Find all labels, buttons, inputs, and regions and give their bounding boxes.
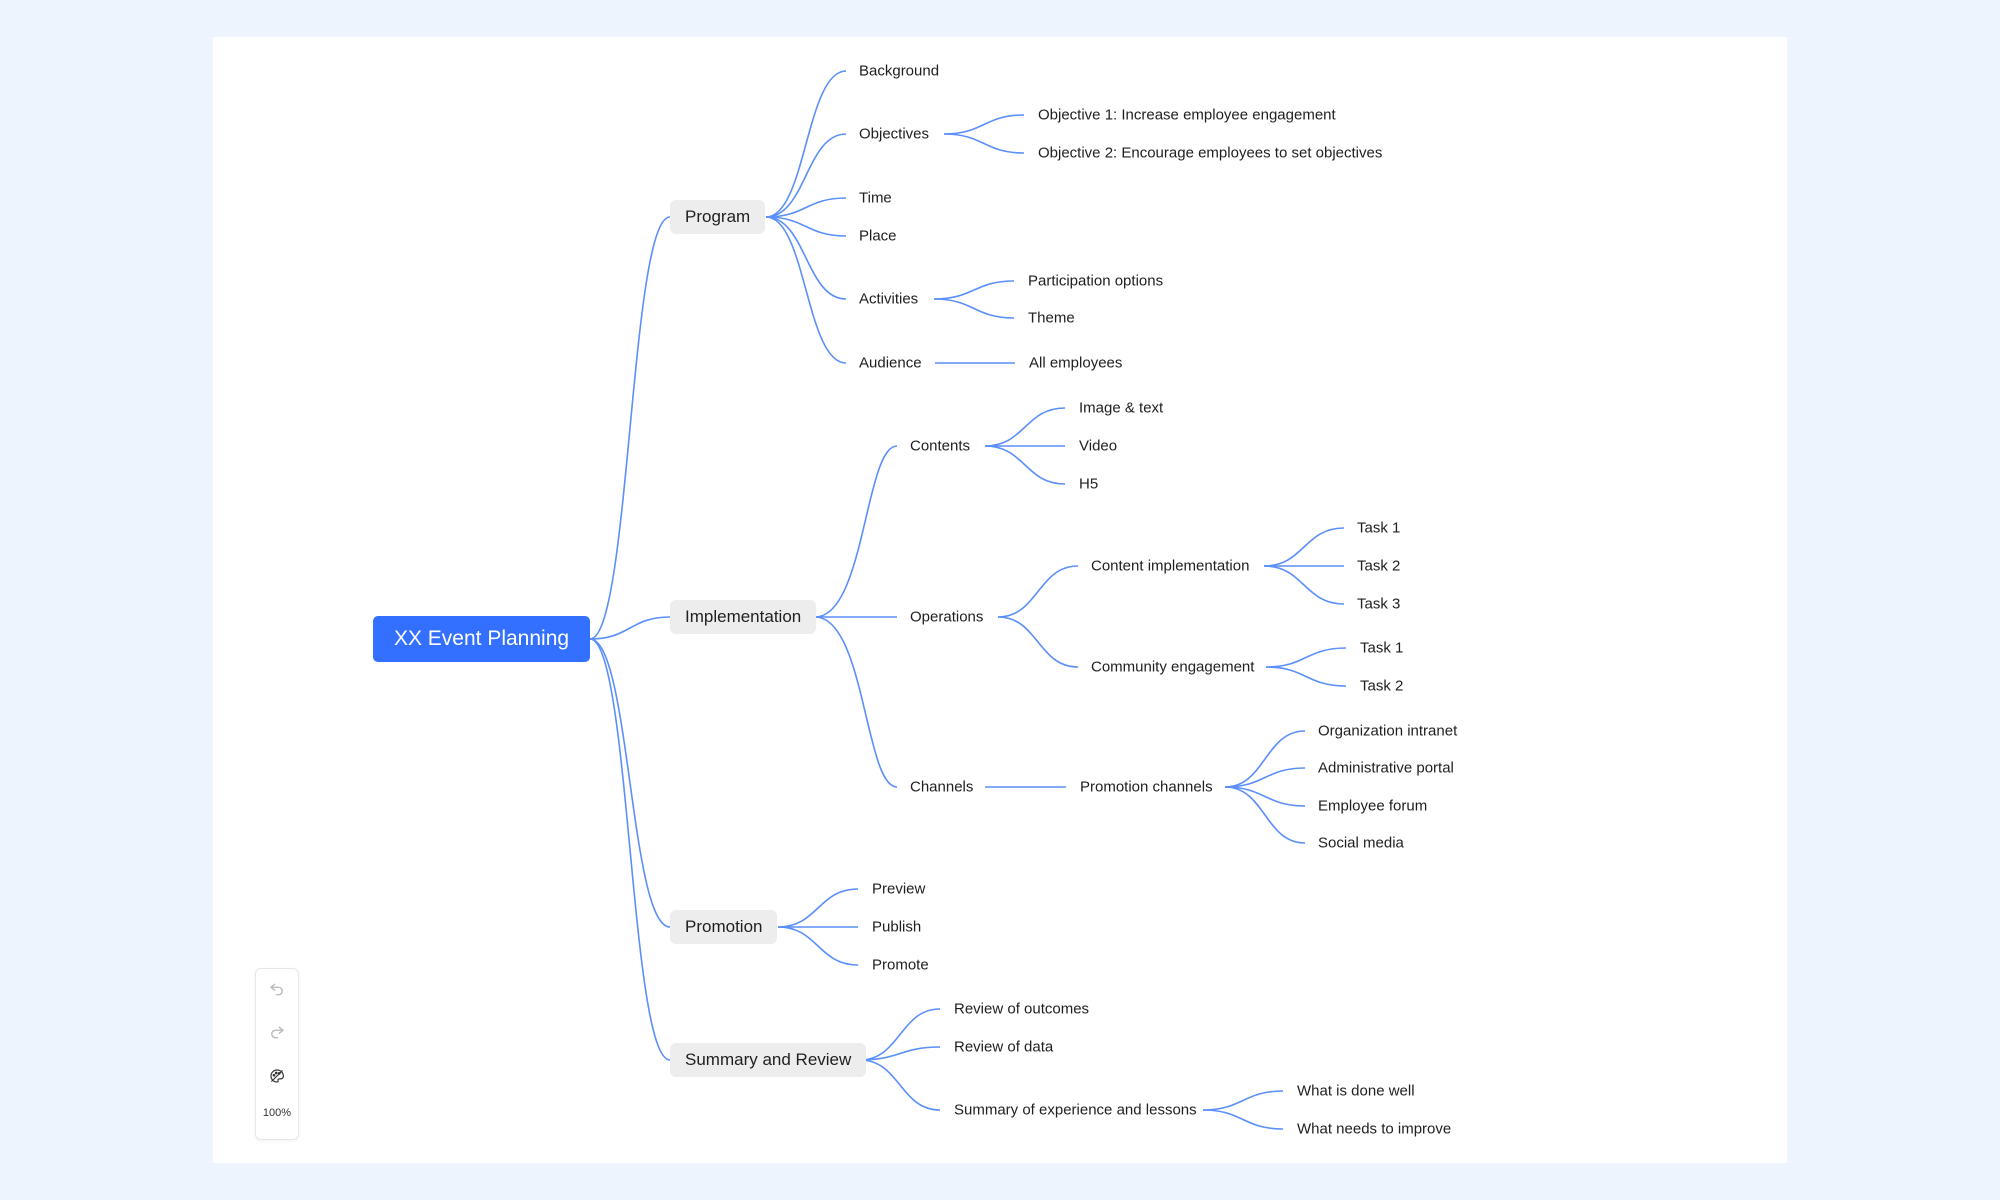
- node-participation-options[interactable]: Participation options: [1028, 272, 1164, 290]
- zoom-toolbar: 100%: [255, 968, 299, 1140]
- node-theme[interactable]: Theme: [1028, 309, 1075, 327]
- zoom-level: 100%: [262, 1107, 292, 1119]
- node-employee-forum[interactable]: Employee forum: [1318, 797, 1428, 815]
- node-place[interactable]: Place: [859, 227, 897, 245]
- branch-promotion[interactable]: Promotion: [670, 910, 778, 944]
- node-administrative-portal[interactable]: Administrative portal: [1318, 759, 1454, 777]
- node-promote[interactable]: Promote: [872, 956, 929, 974]
- node-content-task-3[interactable]: Task 3: [1357, 595, 1401, 613]
- root-node[interactable]: XX Event Planning: [373, 616, 590, 662]
- node-video[interactable]: Video: [1079, 437, 1118, 455]
- node-operations[interactable]: Operations: [910, 608, 984, 626]
- mindmap-canvas: [213, 37, 1787, 1163]
- node-content-task-2[interactable]: Task 2: [1357, 557, 1401, 575]
- node-background[interactable]: Background: [859, 62, 940, 80]
- node-promotion-channels[interactable]: Promotion channels: [1080, 778, 1213, 796]
- node-h5[interactable]: H5: [1079, 475, 1099, 493]
- branch-implementation[interactable]: Implementation: [670, 600, 817, 634]
- node-community-engagement[interactable]: Community engagement: [1091, 658, 1255, 676]
- node-time[interactable]: Time: [859, 189, 892, 207]
- node-audience[interactable]: Audience: [859, 354, 922, 372]
- node-community-task-2[interactable]: Task 2: [1360, 677, 1404, 695]
- node-publish[interactable]: Publish: [872, 918, 922, 936]
- node-content-implementation[interactable]: Content implementation: [1091, 557, 1250, 575]
- redo-icon: [268, 1022, 286, 1045]
- undo-button[interactable]: [256, 975, 298, 1005]
- redo-button[interactable]: [256, 1018, 298, 1048]
- node-summary-lessons[interactable]: Summary of experience and lessons: [954, 1101, 1197, 1119]
- branch-program[interactable]: Program: [670, 200, 766, 234]
- node-objective-1[interactable]: Objective 1: Increase employee engagemen…: [1038, 106, 1336, 124]
- node-organization-intranet[interactable]: Organization intranet: [1318, 722, 1458, 740]
- node-review-data[interactable]: Review of data: [954, 1038, 1054, 1056]
- node-channels[interactable]: Channels: [910, 778, 974, 796]
- node-review-outcomes[interactable]: Review of outcomes: [954, 1000, 1090, 1018]
- node-objectives[interactable]: Objectives: [859, 125, 930, 143]
- node-contents[interactable]: Contents: [910, 437, 971, 455]
- theme-button[interactable]: [256, 1063, 298, 1093]
- node-preview[interactable]: Preview: [872, 880, 926, 898]
- node-needs-improve[interactable]: What needs to improve: [1297, 1120, 1452, 1138]
- node-all-employees[interactable]: All employees: [1029, 354, 1123, 372]
- node-objective-2[interactable]: Objective 2: Encourage employees to set …: [1038, 144, 1383, 162]
- node-activities[interactable]: Activities: [859, 290, 919, 308]
- branch-summary[interactable]: Summary and Review: [670, 1043, 867, 1077]
- node-content-task-1[interactable]: Task 1: [1357, 519, 1401, 537]
- node-done-well[interactable]: What is done well: [1297, 1082, 1415, 1100]
- node-social-media[interactable]: Social media: [1318, 834, 1404, 852]
- undo-icon: [268, 979, 286, 1002]
- node-community-task-1[interactable]: Task 1: [1360, 639, 1404, 657]
- theme-icon: [268, 1067, 286, 1090]
- node-image-text[interactable]: Image & text: [1079, 399, 1164, 417]
